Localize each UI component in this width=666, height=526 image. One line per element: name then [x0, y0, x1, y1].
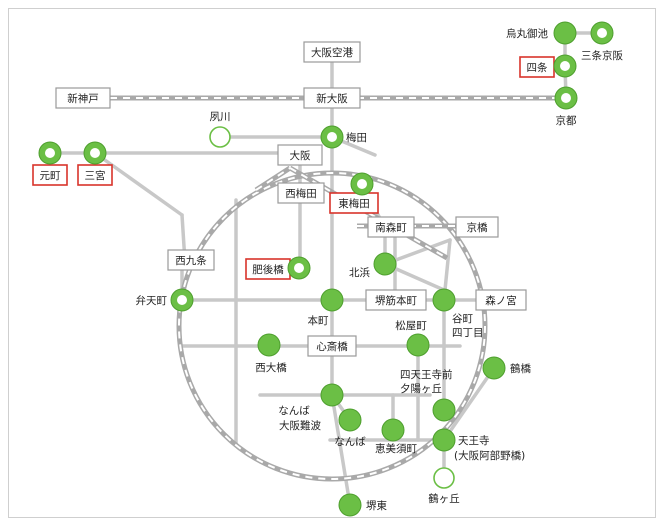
line-tennoji-tsuruhashi [442, 366, 496, 442]
label-kitahama: 北浜 [349, 267, 370, 279]
line-kitahama-kyobashi [383, 238, 452, 266]
station-dot-sannomiya [90, 148, 100, 158]
box-morinomiya [475, 289, 527, 311]
label-sakaisuji-honmachi: 堺筋本町 [375, 294, 417, 307]
station-dot-tsuruhashi [482, 356, 506, 380]
label-osaka-airport: 大阪空港 [311, 46, 353, 59]
label-yonchome: 四丁目 [452, 327, 484, 339]
line-namba-sakai [330, 393, 352, 507]
station-dot-shukugawa [209, 126, 231, 148]
box-sannomiya [77, 164, 113, 186]
label-morinomiya: 森ノ宮 [485, 294, 517, 307]
box-osaka [277, 144, 323, 166]
station-dot-umeda-inner [327, 132, 337, 142]
label-osaka: 大阪 [290, 149, 311, 162]
label-nishi-umeda: 西梅田 [285, 187, 317, 200]
label-yuhigaoka: 夕陽ヶ丘 [400, 383, 442, 395]
station-dot-bentencho [177, 295, 187, 305]
station-dot-tanimachi [432, 288, 456, 312]
station-dot-nishiohashi [257, 333, 281, 357]
label-matsuyamachi: 松屋町 [395, 319, 427, 332]
station-dot-sakaihigashi [338, 493, 362, 517]
label-bentencho: 弁天町 [136, 294, 168, 307]
label-sanjo-keihan: 三条京阪 [581, 49, 623, 62]
label-tsurugaoka: 鶴ヶ丘 [428, 492, 460, 505]
station-dot-sanjo-keihan [597, 28, 607, 38]
label-karasuma-oike: 烏丸御池 [506, 27, 548, 40]
station-dots [257, 21, 577, 517]
label-tennoji-mae: 四天王寺前 [400, 368, 453, 381]
label-kyobashi: 京橋 [467, 221, 488, 234]
label-osaka-namba: 大阪難波 [279, 419, 321, 432]
osaka-loop-line [176, 170, 488, 482]
highlight-boxes [32, 56, 555, 280]
label-namba: なんば [334, 436, 366, 448]
station-labels: 烏丸御池 三条京阪 四条 京都 大阪空港 新神戸 新大阪 夙川 梅田 元町 三宮… [40, 27, 624, 512]
box-nishi-umeda [277, 182, 325, 204]
station-dot-ebisucho [381, 418, 405, 442]
box-sakaisuji-honmachi [365, 289, 427, 311]
label-shukugawa: 夙川 [210, 111, 231, 123]
station-dot-higashi-umeda [357, 179, 367, 189]
label-namba-osaka-namba: なんば [278, 405, 310, 417]
box-kyobashi [455, 216, 499, 238]
label-abeno: (大阪阿部野橋) [454, 449, 525, 462]
line-kobe-branch [93, 151, 184, 217]
label-higashi-umeda: 東梅田 [338, 197, 370, 210]
label-tennoji: 天王寺 [458, 435, 490, 447]
label-shinsaibashi: 心斎橋 [316, 340, 348, 353]
station-dot-karasuma-oike [553, 21, 577, 45]
label-tsuruhashi: 鶴橋 [510, 362, 531, 375]
label-tanimachi: 谷町 [452, 313, 473, 325]
station-dot-namba [320, 383, 344, 407]
label-shin-osaka: 新大阪 [316, 92, 348, 105]
box-minami-morimachi [367, 216, 415, 238]
label-nishiohashi: 西大橋 [255, 361, 287, 374]
label-minami-morimachi: 南森町 [375, 221, 407, 234]
label-umeda: 梅田 [346, 131, 367, 144]
station-dot-tennoji-mae [432, 398, 456, 422]
box-shin-osaka [303, 87, 361, 109]
station-dot-namba-kintetsu [338, 408, 362, 432]
station-dot-honmachi [320, 288, 344, 312]
map-frame [8, 8, 656, 518]
label-motomachi: 元町 [40, 170, 61, 182]
label-honmachi: 本町 [308, 314, 329, 327]
box-shinsaibashi [307, 335, 357, 357]
label-shin-kobe: 新神戸 [67, 92, 99, 105]
station-dot-motomachi [45, 148, 55, 158]
station-dot-matsuyamachi [406, 333, 430, 357]
label-sannomiya: 三宮 [85, 169, 106, 182]
label-shijo: 四条 [527, 61, 548, 74]
box-shin-kobe [55, 87, 111, 109]
station-dot-kyoto [561, 93, 571, 103]
station-dot-tennoji [432, 428, 456, 452]
station-boxes [55, 41, 527, 357]
label-higobashi: 肥後橋 [252, 263, 284, 276]
box-nishikujo [167, 249, 215, 271]
label-nishikujo: 西九条 [175, 254, 207, 267]
box-higashi-umeda [329, 192, 379, 214]
label-sakaihigashi: 堺東 [366, 499, 387, 512]
station-dot-tsurugaoka [433, 467, 455, 489]
transfer-dots [38, 21, 614, 489]
label-kyoto: 京都 [556, 114, 577, 127]
station-dot-kitahama [373, 252, 397, 276]
station-dot-shijo [560, 61, 570, 71]
box-motomachi [32, 164, 68, 186]
label-ebisucho: 恵美須町 [375, 442, 417, 455]
station-dot-higobashi [294, 263, 304, 273]
box-osaka-airport [303, 41, 361, 63]
